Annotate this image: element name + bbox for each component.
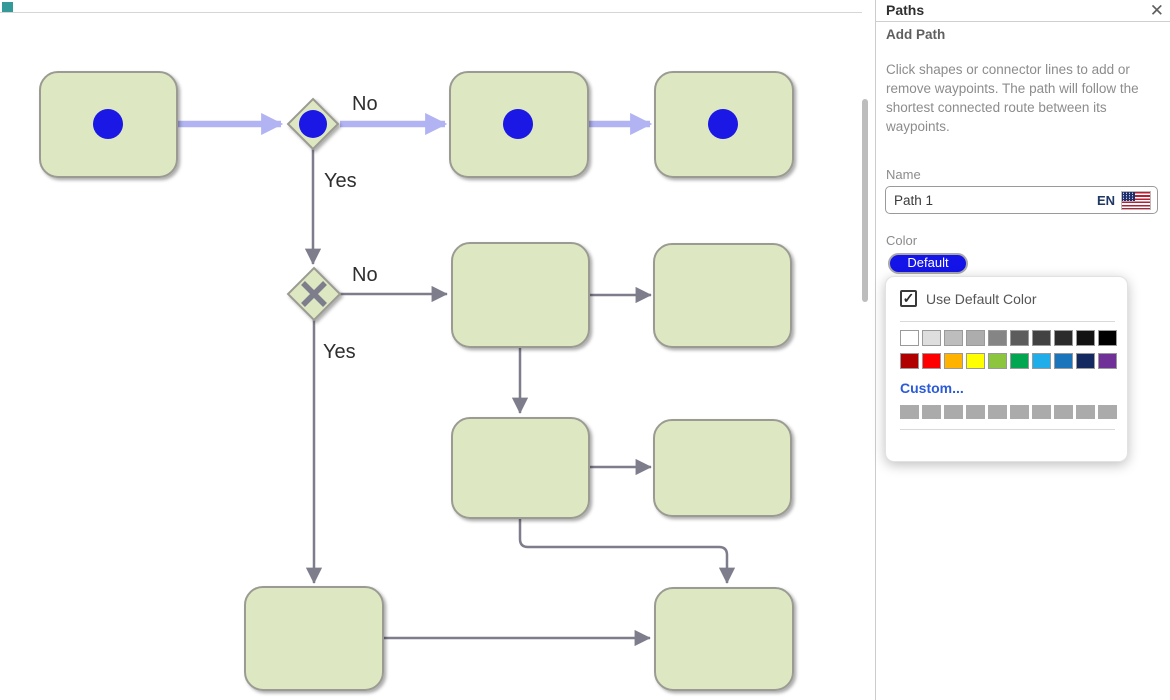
connector-edge[interactable]	[518, 518, 736, 584]
color-swatch[interactable]	[944, 330, 963, 346]
diagram-canvas[interactable]: No Yes No Yes	[0, 0, 875, 700]
connector-edges-gray	[304, 149, 736, 647]
custom-color-link[interactable]: Custom...	[900, 380, 964, 396]
flow-node[interactable]	[451, 417, 590, 519]
vertical-scrollbar-thumb[interactable]	[862, 99, 868, 302]
name-input-value[interactable]: Path 1	[894, 192, 934, 208]
color-swatch[interactable]	[900, 405, 919, 419]
color-swatch[interactable]	[1076, 353, 1095, 369]
custom-swatch-row	[900, 405, 1117, 419]
default-color-button[interactable]: Default	[888, 253, 968, 274]
color-field-label: Color	[886, 233, 918, 248]
language-code: EN	[1096, 192, 1115, 208]
panel-header: Paths ✕	[876, 0, 1170, 22]
color-swatch[interactable]	[1098, 330, 1117, 346]
panel-description: Click shapes or connector lines to add o…	[886, 62, 1139, 134]
edge-label-yes: Yes	[323, 341, 356, 363]
color-swatch[interactable]	[988, 353, 1007, 369]
popup-divider	[900, 321, 1115, 322]
popup-divider-bottom	[900, 429, 1115, 430]
color-swatch[interactable]	[966, 405, 985, 419]
color-picker-popup: ✓ Use Default Color Custom...	[885, 276, 1128, 462]
path-waypoint-marker[interactable]	[93, 109, 123, 139]
us-flag-icon[interactable]	[1121, 190, 1151, 210]
color-swatch[interactable]	[1032, 353, 1051, 369]
edge-label-yes: Yes	[324, 170, 357, 192]
color-swatch[interactable]	[966, 353, 985, 369]
paths-panel: Paths ✕ Add Path Click shapes or connect…	[875, 0, 1170, 700]
checkbox-label: Use Default Color	[926, 290, 1037, 307]
palette-row-grays	[900, 330, 1117, 346]
canvas-corner-marker	[2, 2, 13, 13]
path-waypoint-marker[interactable]	[299, 110, 327, 138]
panel-title: Paths	[886, 2, 925, 18]
color-swatch[interactable]	[1032, 330, 1051, 346]
color-swatch[interactable]	[1054, 353, 1073, 369]
color-swatch[interactable]	[1076, 405, 1095, 419]
color-swatch[interactable]	[922, 405, 941, 419]
color-swatch[interactable]	[1010, 405, 1029, 419]
color-swatch[interactable]	[944, 405, 963, 419]
color-swatch[interactable]	[1076, 330, 1095, 346]
flowchart: No Yes No Yes	[39, 71, 794, 691]
flow-nodes	[39, 71, 794, 691]
color-swatch[interactable]	[900, 353, 919, 369]
color-swatch[interactable]	[1098, 405, 1117, 419]
use-default-color-row[interactable]: ✓ Use Default Color	[900, 290, 1115, 307]
flow-node[interactable]	[244, 586, 384, 691]
color-swatch[interactable]	[1032, 405, 1051, 419]
color-swatch[interactable]	[1010, 330, 1029, 346]
edge-label-no: No	[352, 93, 378, 115]
canvas-top-border	[0, 12, 862, 13]
flow-node[interactable]	[451, 242, 590, 348]
color-swatch[interactable]	[1054, 330, 1073, 346]
color-swatch[interactable]	[966, 330, 985, 346]
path-waypoint-marker[interactable]	[503, 109, 533, 139]
color-swatch[interactable]	[988, 330, 1007, 346]
checkbox-checked-icon[interactable]: ✓	[900, 290, 917, 307]
flow-node[interactable]	[653, 243, 792, 348]
edge-label-no: No	[352, 264, 378, 286]
path-waypoint-marker[interactable]	[708, 109, 738, 139]
color-swatch[interactable]	[1054, 405, 1073, 419]
color-swatch[interactable]	[1098, 353, 1117, 369]
color-swatch[interactable]	[922, 353, 941, 369]
section-title: Add Path	[886, 27, 946, 42]
color-swatch[interactable]	[944, 353, 963, 369]
name-input[interactable]: Path 1 EN	[885, 186, 1158, 214]
path-waypoints	[93, 109, 738, 139]
close-icon[interactable]: ✕	[1149, 1, 1164, 20]
flow-node[interactable]	[654, 587, 794, 691]
palette-row-colors	[900, 353, 1117, 369]
color-swatch[interactable]	[900, 330, 919, 346]
color-swatch[interactable]	[988, 405, 1007, 419]
flow-node[interactable]	[653, 419, 792, 517]
color-swatch[interactable]	[1010, 353, 1029, 369]
color-swatch[interactable]	[922, 330, 941, 346]
name-field-label: Name	[886, 167, 921, 182]
x-mark-icon	[301, 281, 327, 307]
